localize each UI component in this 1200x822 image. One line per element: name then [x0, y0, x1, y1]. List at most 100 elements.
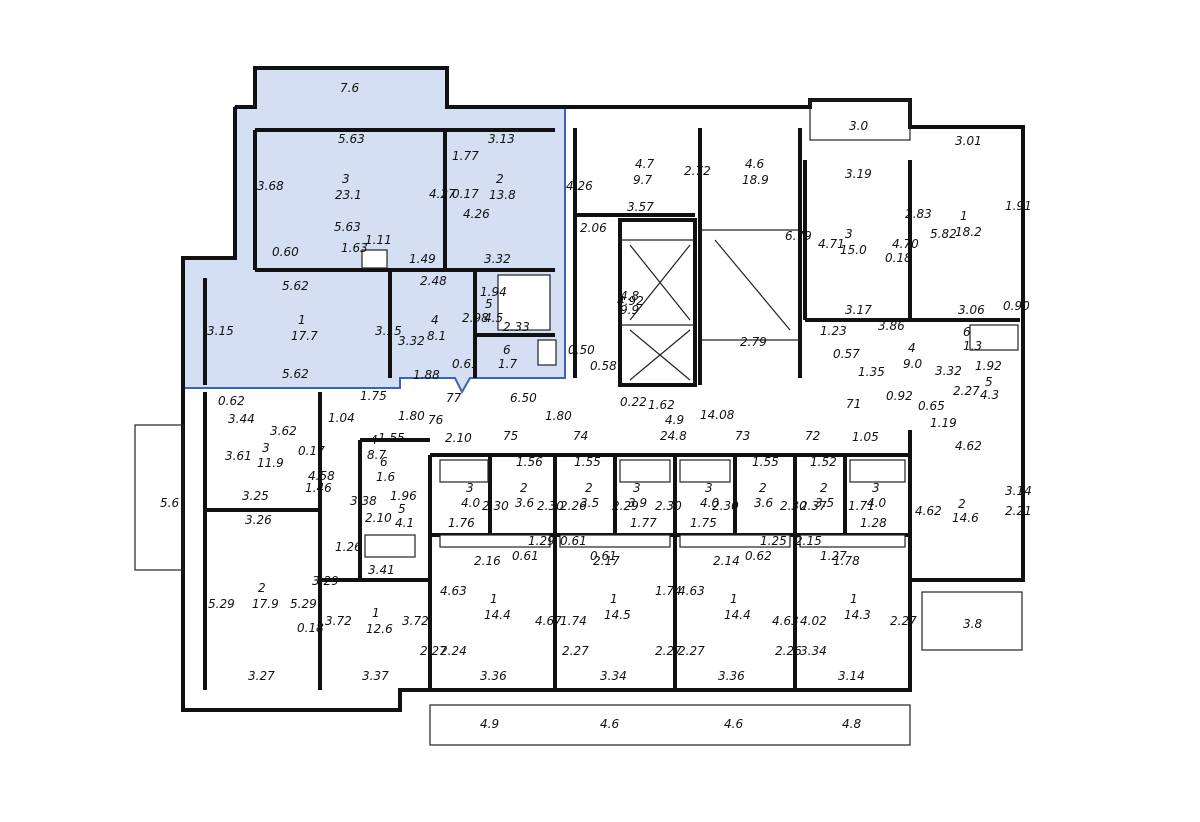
dimension-label: 1.35 [858, 365, 885, 379]
dimension-label: 0.62 [745, 549, 772, 563]
dimension-label: 1.75 [690, 516, 717, 530]
dimension-label: 3.41 [368, 563, 395, 577]
dimension-label: 4.0 [461, 496, 480, 510]
dimension-label: 2.26 [560, 499, 587, 513]
room-number: 2 [496, 172, 504, 186]
dimension: 3.32 [398, 334, 425, 348]
dimension-label: 2.72 [684, 164, 711, 178]
dimension-label: 11.9 [257, 456, 284, 470]
dimension-label: 0.18 [297, 621, 324, 635]
dimension: 3.13 [488, 132, 515, 146]
dimension-label: 0.62 [218, 394, 245, 408]
dimension-label: 2.15 [795, 534, 822, 548]
dimension-label: 4.6 [745, 157, 764, 171]
dimension-label: 75 [503, 429, 518, 443]
dimension-label: 3.37 [362, 669, 389, 683]
dimension-label: 3 [705, 481, 713, 495]
dimension-label: 1.80 [398, 409, 425, 423]
dimension-label: 74 [573, 429, 588, 443]
dimension-label: 14.08 [700, 408, 735, 422]
dimension-label: 2.27 [562, 644, 589, 658]
dimension-label: 4.0 [700, 496, 719, 510]
dimension-label: 3.36 [480, 669, 507, 683]
dimension-label: 2.27 [890, 614, 917, 628]
dimension-label: 4.1 [395, 516, 414, 530]
highlighted-apartment-labels: 7.6 3 23.1 2 13.8 1 17.7 4 8.1 5 4.5 6 1… [207, 81, 593, 382]
dimension-label: 4 [908, 341, 916, 355]
dimension-label: 1.52 [810, 455, 837, 469]
dimension-label: 1.26 [335, 540, 362, 554]
dimension: 1.49 [409, 252, 436, 266]
dimension-label: 4.62 [955, 439, 982, 453]
kitchen-unit [439, 534, 551, 548]
dimension-label: 2.27 [678, 644, 705, 658]
dimension-label: 9.0 [903, 357, 922, 371]
dimension-label: 1.92 [975, 359, 1002, 373]
dimension-label: 72 [805, 429, 820, 443]
bathtub [969, 324, 1019, 351]
dimension: 1.88 [413, 368, 440, 382]
dimension-label: 4 [370, 433, 378, 447]
dimension-label: 2.29 [612, 499, 639, 513]
dimension-label: 0.58 [590, 359, 617, 373]
room-area: 8.1 [427, 329, 446, 343]
dimension-label: 4.63 [772, 614, 799, 628]
room-area: 13.8 [489, 188, 516, 202]
room-area: 17.7 [291, 329, 318, 343]
dimension-label: 2.21 [1005, 504, 1032, 518]
room-number: 4 [431, 313, 439, 327]
dimension-label: 2.16 [474, 554, 501, 568]
dimension-labels: 3.01 3.19 2.83 5.82 1.91 4.71 4.70 0.18 … [208, 134, 1032, 683]
dimension-label: 1.76 [448, 516, 475, 530]
dimension-label: 4.6 [600, 717, 619, 731]
dimension-label: 2.37 [800, 499, 827, 513]
dimension-label: 3.57 [627, 200, 654, 214]
dimension-label: 0.90 [1003, 299, 1030, 313]
dimension-label: 3.8 [963, 617, 982, 631]
dimension-label: 1.46 [305, 481, 332, 495]
dimension-label: 4.0 [867, 496, 886, 510]
dimension-label: 5.29 [290, 597, 317, 611]
dimension-label: 1 [850, 592, 858, 606]
dimension-label: 2.30 [482, 499, 509, 513]
dimension-label: 3.19 [845, 167, 872, 181]
room-number: 1 [298, 313, 306, 327]
dimension-label: 2 [585, 481, 593, 495]
dimension-label: 2.30 [537, 499, 564, 513]
dimension-label: 1.27 [820, 549, 847, 563]
kitchen-unit [679, 534, 791, 548]
dimension-label: 6.79 [785, 229, 812, 243]
dimension-label: 3.86 [878, 319, 905, 333]
dimension-label: 4.7 [635, 157, 654, 171]
room-area: 23.1 [335, 188, 362, 202]
dimension-label: 6 [380, 455, 388, 469]
room-area: 1.7 [498, 357, 517, 371]
dimension: 1.11 [365, 233, 392, 247]
dimension-label: 2.30 [780, 499, 807, 513]
dimension-label: 2.26 [775, 644, 802, 658]
dimension-label: 1 [372, 606, 380, 620]
dimension-label: 2 [520, 481, 528, 495]
fixtures [361, 249, 1019, 558]
dimension-label: 0.61 [590, 549, 617, 563]
dimension-label: 1.71 [848, 499, 875, 513]
dimension-label: 6 [963, 325, 971, 339]
dimension-label: 1.19 [930, 416, 957, 430]
dimension-label: 5.29 [208, 597, 235, 611]
dimension-label: 2.30 [712, 499, 739, 513]
dimension-label: 3.17 [845, 303, 872, 317]
dimension-label: 1.25 [760, 534, 787, 548]
dimension-label: 3.34 [600, 669, 627, 683]
dimension-label: 14.4 [724, 608, 751, 622]
dimension-label: 3 [633, 481, 641, 495]
dimension-label: 2 [258, 581, 266, 595]
dimension: 1.63 [341, 241, 368, 255]
bathtub [497, 274, 551, 331]
dimension: 5.63 [338, 132, 365, 146]
dimension: 1.94 [480, 285, 507, 299]
dimension-label: 2.83 [905, 207, 932, 221]
dimension-label: 76 [428, 413, 444, 427]
dimension-label: 3.6 [515, 496, 534, 510]
dimension-label: 3.72 [325, 614, 352, 628]
